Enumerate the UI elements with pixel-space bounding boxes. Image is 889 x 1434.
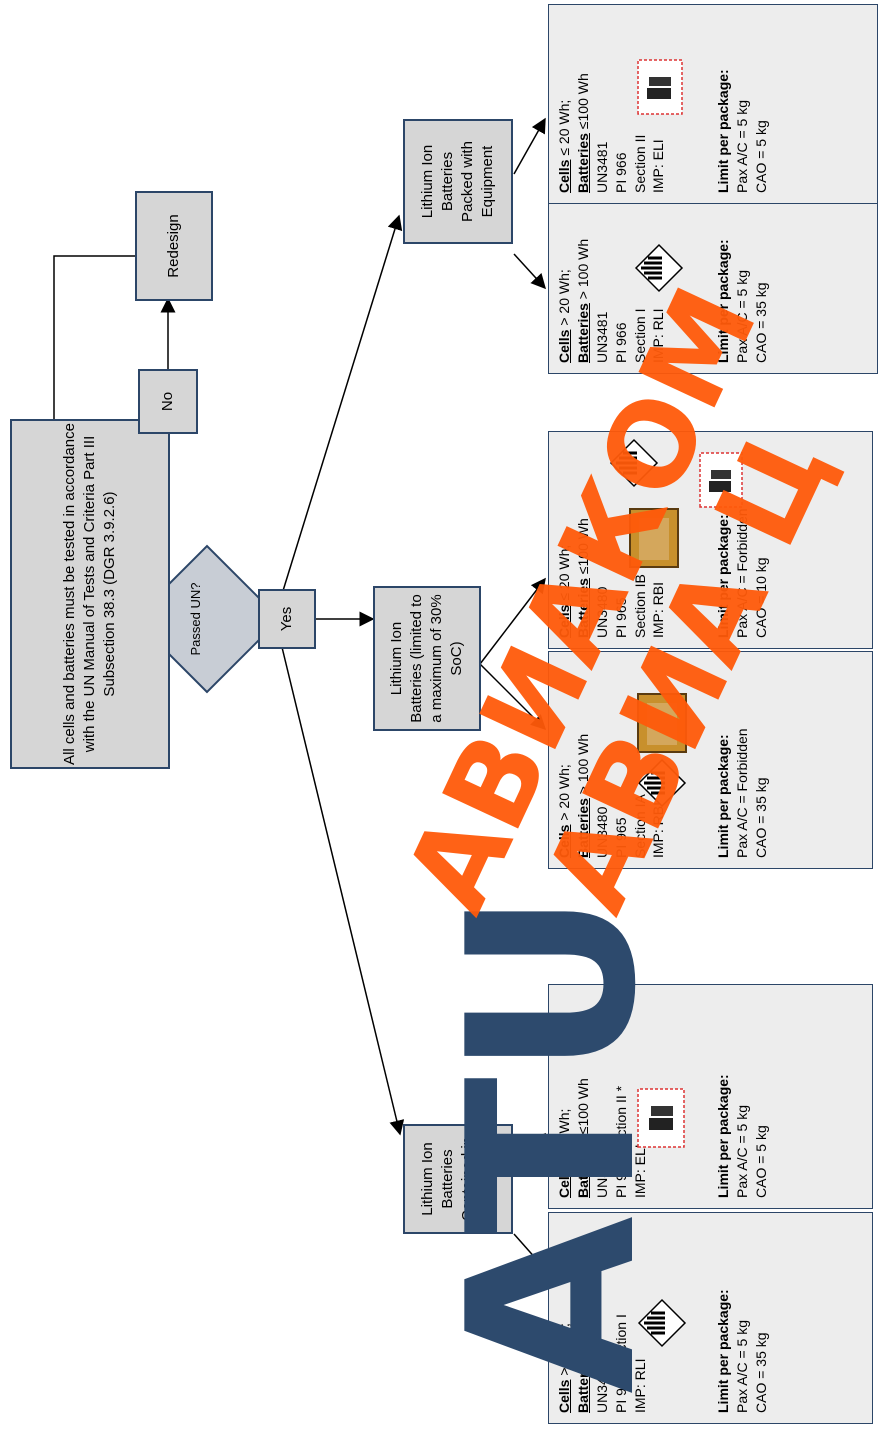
class9-hazard-label [637, 1298, 687, 1348]
no-label: No [158, 391, 176, 412]
leaf-contained-large: Cells >20 Wh; Batteries > 100 Wh UN3481 … [548, 1212, 873, 1424]
arrow-packed-leaf-1 [513, 253, 547, 290]
battery-mark-label [699, 452, 743, 508]
branch-packed-label: Lithium Ion Batteries Packed with Equipm… [418, 141, 497, 222]
yes-label: Yes [277, 606, 295, 632]
decision-label: Passed UN? [188, 582, 203, 656]
class9-hazard-label [609, 438, 659, 488]
leaf-alone-small: Cells ≤ 20 Wh; Batteries ≤100 Wh UN3480 … [548, 431, 873, 649]
arrow-alone-leaf-2 [479, 577, 546, 665]
limit-title: Limit per package: [715, 1289, 731, 1413]
arrow-yes-to-contained [279, 638, 405, 1136]
arrow-yes-to-packed [281, 214, 403, 595]
no-box: No [138, 369, 198, 434]
atu-logo: ATU [420, 890, 687, 1394]
class9-hazard-label [637, 758, 687, 808]
branch-packed-box: Lithium Ion Batteries Packed with Equipm… [403, 119, 513, 244]
battery-mark-label [637, 1088, 685, 1148]
redesign-label: Redesign [164, 214, 182, 278]
redesign-loop-arrow [46, 255, 161, 449]
cargo-aircraft-only-label [637, 693, 687, 753]
leaf-packed-small: Cells ≤ 20 Wh; Batteries ≤100 Wh UN3481 … [548, 4, 878, 204]
battery-mark-label [637, 59, 683, 115]
arrow-contained-leaf-2 [513, 1132, 546, 1170]
top-box: All cells and batteries must be tested i… [10, 419, 170, 769]
top-box-text: All cells and batteries must be tested i… [60, 423, 119, 765]
leaf-packed-large: Cells > 20 Wh; Batteries > 100 Wh UN3481… [548, 154, 878, 374]
branch-alone-label: Lithium Ion Batteries (limited to a maxi… [387, 594, 466, 723]
cargo-aircraft-only-label [629, 508, 679, 568]
leaf-alone-large: Cells > 20 Wh; Batteries > 100 Wh UN3480… [548, 651, 873, 869]
arrow-alone-leaf-1 [479, 663, 547, 731]
arrow-contained-leaf-1 [513, 1233, 546, 1271]
arrow-packed-leaf-2 [513, 117, 546, 175]
redesign-box: Redesign [135, 191, 213, 301]
class9-hazard-label [634, 243, 684, 293]
yes-box: Yes [258, 589, 316, 649]
leaf-contained-small: Cells ≤20 Wh; Batteries ≤100 Wh UN3481 P… [548, 984, 873, 1209]
